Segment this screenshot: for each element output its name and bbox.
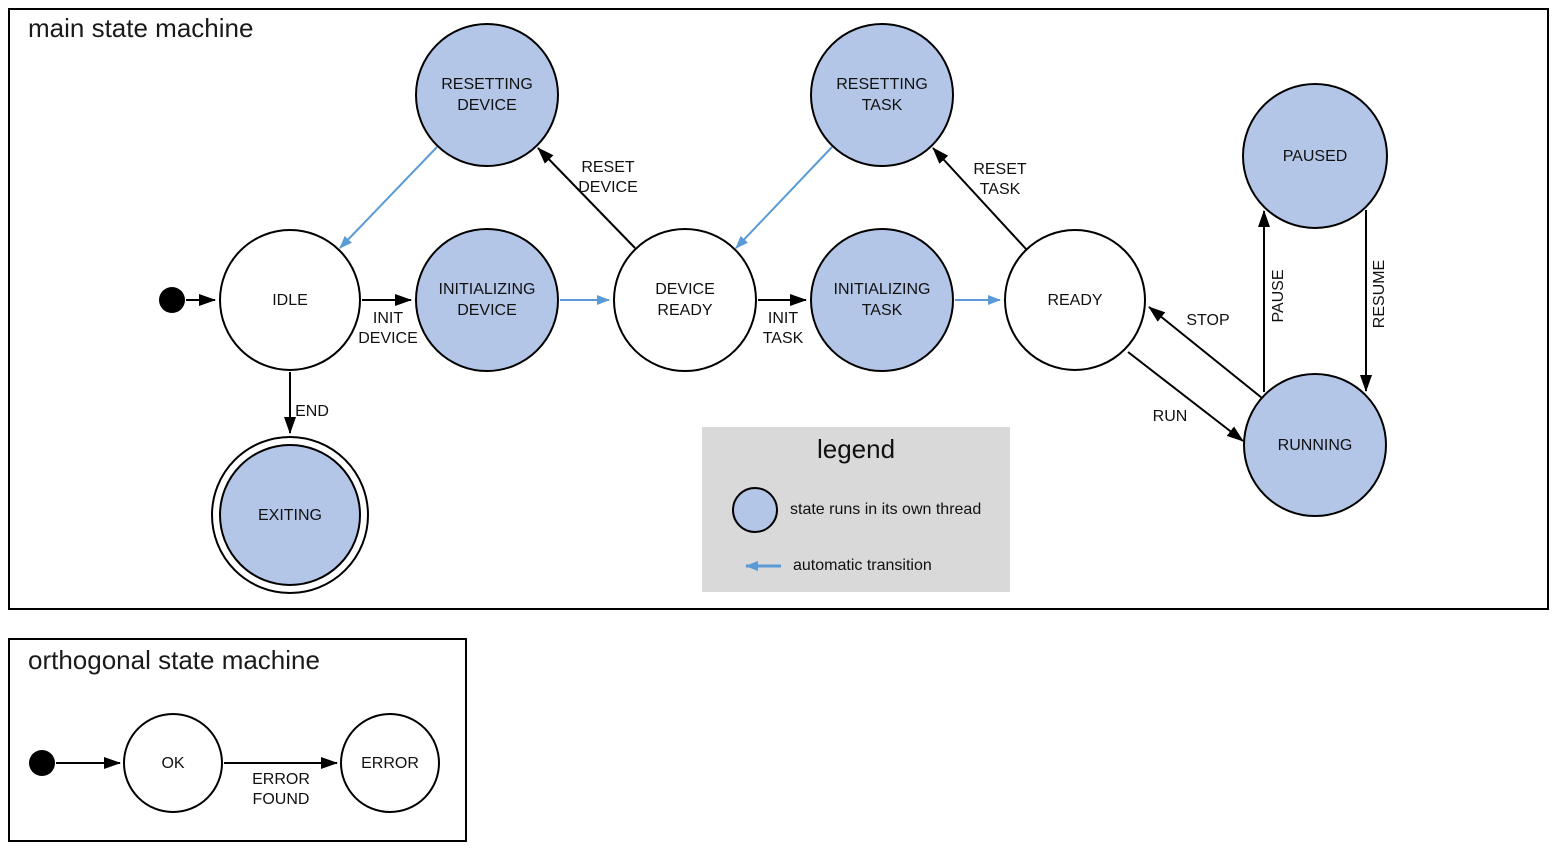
state-label: RUNNING <box>1277 436 1353 454</box>
transition-label-idle-to-exiting: END <box>295 403 329 420</box>
legend-title: legend <box>816 434 896 464</box>
state-paused: PAUSED <box>1242 83 1388 229</box>
initial-state-dot <box>159 287 185 313</box>
state-ready: READY <box>1004 229 1146 371</box>
state-label: INITIALIZING TASK <box>833 281 931 319</box>
state-label: IDLE <box>272 291 308 309</box>
main-state-machine-panel <box>8 8 1549 610</box>
main-state-machine-title: main state machine <box>28 13 254 43</box>
state-label: RESETTING DEVICE <box>441 76 533 114</box>
orthogonal-state-machine-title: orthogonal state machine <box>28 645 320 675</box>
threaded-state-symbol-icon <box>732 487 778 533</box>
state-ok: OK <box>123 713 223 813</box>
legend-item-automatic-transition-text: automatic transition <box>793 557 932 574</box>
state-label: PAUSED <box>1282 147 1348 165</box>
transition-label-ready-to-resetting-task: RESET TASK <box>973 161 1027 198</box>
transition-label-ok-to-error: ERROR FOUND <box>252 771 310 808</box>
transition-label-device-ready-to-initializing-task: INIT TASK <box>762 310 804 347</box>
transition-label-idle-to-initializing-device: INIT DEVICE <box>358 310 418 347</box>
state-label: READY <box>1047 291 1103 309</box>
state-exiting: EXITING <box>219 444 361 586</box>
state-initializing-device: INITIALIZING DEVICE <box>415 228 559 372</box>
state-label: OK <box>161 754 185 772</box>
transition-label-ready-to-running: RUN <box>1152 408 1188 425</box>
state-label: EXITING <box>257 506 322 524</box>
automatic-transition-arrow-icon <box>745 561 781 571</box>
state-device-ready: DEVICE READY <box>613 228 757 372</box>
state-initializing-task: INITIALIZING TASK <box>810 228 954 372</box>
state-label: RESETTING TASK <box>836 76 928 114</box>
transition-label-paused-to-running: RESUME <box>1371 259 1388 329</box>
legend-panel: legend state runs in its own thread auto… <box>702 427 1010 592</box>
state-resetting-device: RESETTING DEVICE <box>415 23 559 167</box>
transition-label-running-to-paused: PAUSE <box>1270 269 1287 323</box>
state-resetting-task: RESETTING TASK <box>810 23 954 167</box>
state-label: DEVICE READY <box>655 281 715 319</box>
transition-label-device-ready-to-resetting-device: RESET DEVICE <box>578 159 638 196</box>
state-label: INITIALIZING DEVICE <box>438 281 536 319</box>
state-label: ERROR <box>361 754 419 772</box>
state-running: RUNNING <box>1243 373 1387 517</box>
orthogonal-state-machine-panel <box>8 638 467 842</box>
state-idle: IDLE <box>219 229 361 371</box>
state-error: ERROR <box>340 713 440 813</box>
legend-item-threaded-state-text: state runs in its own thread <box>790 501 982 518</box>
transition-label-running-to-ready: STOP <box>1186 312 1230 329</box>
initial-state-dot <box>29 750 55 776</box>
